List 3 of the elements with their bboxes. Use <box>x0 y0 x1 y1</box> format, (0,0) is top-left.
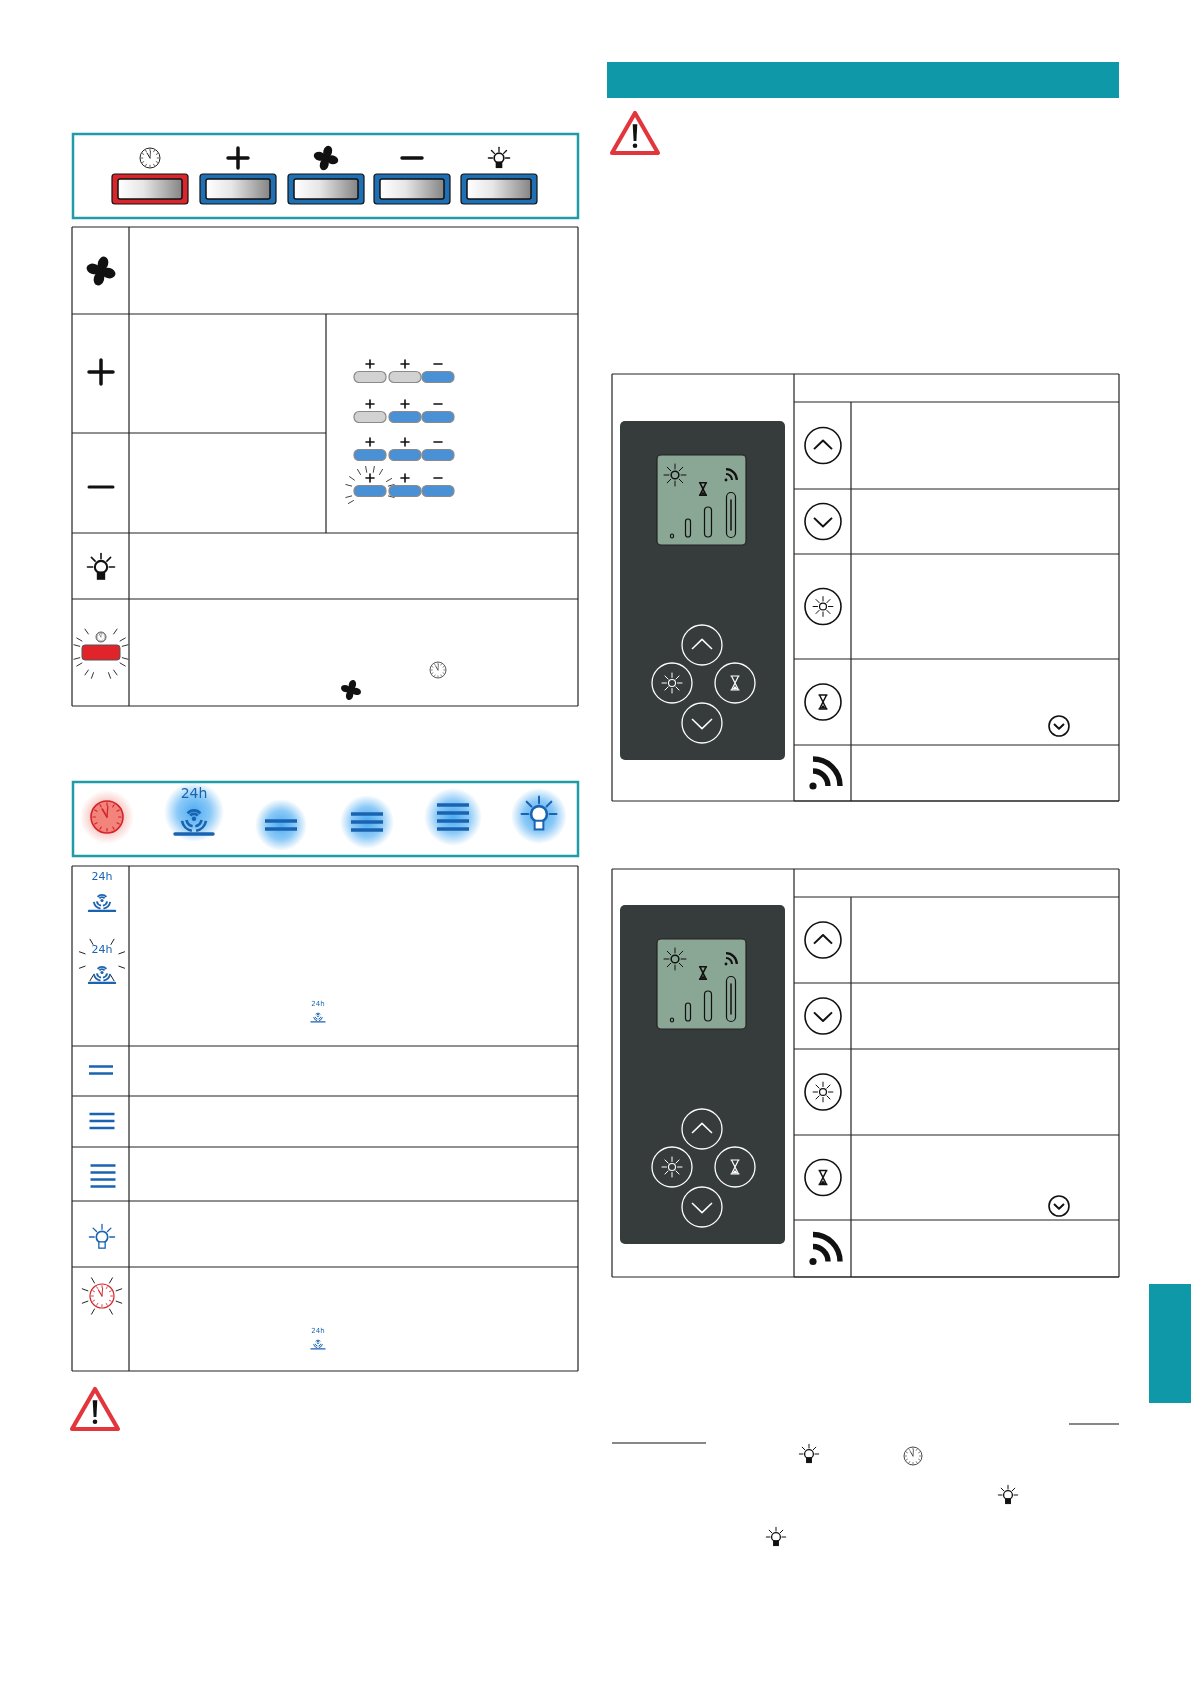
mode-label: 24h <box>90 870 114 882</box>
mode-label: 24h <box>179 786 209 800</box>
mode-label: 24h <box>90 943 114 955</box>
